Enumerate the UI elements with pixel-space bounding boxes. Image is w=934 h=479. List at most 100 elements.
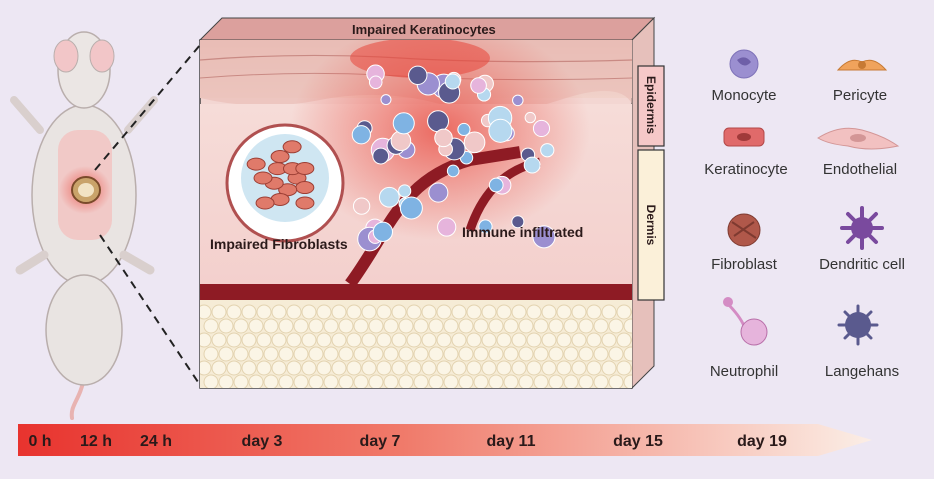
fat-cell: [443, 318, 459, 334]
fat-cell: [301, 304, 317, 320]
fat-cell: [601, 332, 617, 348]
immune-cell: [378, 186, 400, 208]
dermis-bar: [637, 149, 665, 301]
fat-cell: [211, 360, 227, 376]
fat-cell: [376, 360, 392, 376]
immune-cell: [488, 177, 504, 193]
fat-cell: [526, 304, 542, 320]
timeline-label-24h: 24 h: [139, 433, 173, 450]
immune-cell: [390, 130, 412, 152]
fat-cell: [248, 346, 264, 362]
legend-label-monocyte: Monocyte: [711, 87, 777, 104]
fat-cell: [623, 318, 632, 334]
legend-label-keratinocyte: Keratinocyte: [704, 161, 788, 178]
fat-cell: [496, 304, 512, 320]
fat-cell: [608, 346, 624, 362]
fat-cell: [376, 304, 392, 320]
immune-cell: [488, 118, 513, 143]
mouse-illustration: [10, 31, 158, 420]
fat-cell: [353, 374, 369, 388]
fat-cell: [331, 304, 347, 320]
immune-cell: [437, 217, 457, 237]
fat-cell: [593, 374, 609, 388]
fat-cell: [323, 374, 339, 388]
legend-label-langerhans: Langehans: [824, 363, 900, 380]
fat-cell: [338, 346, 354, 362]
fat-cell: [278, 346, 294, 362]
fat-cell: [586, 304, 602, 320]
timeline-label-day19: day 19: [737, 433, 787, 450]
fat-cell: [308, 374, 324, 388]
fat-cell: [413, 374, 429, 388]
fat-cell: [241, 360, 257, 376]
fat-cell: [293, 374, 309, 388]
fat-cell: [200, 304, 212, 320]
fat-cell: [548, 346, 564, 362]
fat-cell: [451, 360, 467, 376]
fat-cell: [571, 304, 587, 320]
fat-cell: [316, 332, 332, 348]
fat-cell: [383, 318, 399, 334]
fat-cell: [526, 332, 542, 348]
fat-cell: [241, 332, 257, 348]
fat-cell: [458, 346, 474, 362]
fat-cell: [578, 346, 594, 362]
immune-cell: [399, 196, 423, 220]
fat-cell: [458, 318, 474, 334]
fat-cell: [398, 346, 414, 362]
fat-cell: [383, 346, 399, 362]
fat-cell: [593, 318, 609, 334]
fat-cell: [256, 332, 272, 348]
fat-cell: [586, 360, 602, 376]
fat-cell: [436, 304, 452, 320]
fat-cell: [571, 332, 587, 348]
fat-cell: [526, 360, 542, 376]
fat-cell: [548, 374, 564, 388]
immune-cell: [444, 73, 461, 90]
fat-cell: [241, 304, 257, 320]
fat-cell: [361, 360, 377, 376]
fat-cell: [286, 332, 302, 348]
fat-cell: [218, 346, 234, 362]
fibroblast-icon: [727, 213, 761, 247]
fat-cell: [263, 346, 279, 362]
immune-cell: [380, 94, 392, 106]
fat-cell: [428, 318, 444, 334]
legend-label-pericyte: Pericyte: [832, 87, 888, 104]
immune-cell: [446, 164, 460, 178]
fat-cell: [466, 332, 482, 348]
fat-cell: [293, 318, 309, 334]
fat-cell: [338, 318, 354, 334]
legend-label-endothelial: Endothelial: [822, 161, 898, 178]
fat-cell: [518, 318, 534, 334]
fat-cell: [503, 318, 519, 334]
fat-cell: [436, 332, 452, 348]
fat-cell: [278, 318, 294, 334]
fat-cell: [541, 332, 557, 348]
fat-cell: [353, 318, 369, 334]
fibroblast-cell: [295, 181, 315, 195]
fat-cell: [398, 318, 414, 334]
immune-cell: [457, 122, 471, 137]
fat-cell: [443, 346, 459, 362]
fat-cell: [533, 318, 549, 334]
fat-cell: [256, 304, 272, 320]
zoom-line-bottom: [99, 234, 201, 386]
timeline-label-day3: day 3: [241, 433, 283, 450]
fat-cell: [398, 374, 414, 388]
fat-cell: [271, 304, 287, 320]
fat-cell: [413, 346, 429, 362]
fat-cell: [271, 332, 287, 348]
legend-label-dendritic-cell: Dendritic cell: [819, 256, 905, 273]
immune-cell: [372, 147, 390, 165]
keratinocyte-icon: [723, 127, 765, 147]
label-epidermis: Epidermis: [644, 75, 658, 135]
fat-cell: [361, 304, 377, 320]
fat-cell: [608, 374, 624, 388]
fat-cell: [481, 332, 497, 348]
fat-cell: [263, 318, 279, 334]
monocyte-icon: [729, 49, 759, 79]
fat-cell: [391, 360, 407, 376]
fat-cell: [548, 318, 564, 334]
fat-cell: [466, 360, 482, 376]
